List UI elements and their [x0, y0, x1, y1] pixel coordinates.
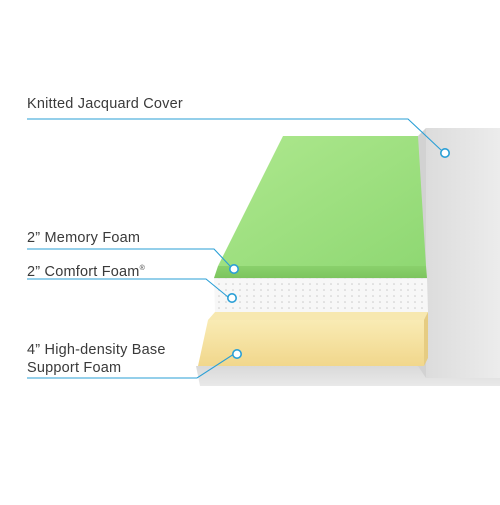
base-foam-side [424, 312, 428, 366]
callout-line-comfort-foam [27, 278, 229, 298]
base-foam-label-line1: 4” High-density Base [27, 342, 166, 358]
registered-mark: ® [139, 265, 145, 272]
comfort-foam-perforation [214, 278, 428, 312]
memory-foam-front [214, 266, 427, 278]
base-foam-top [208, 312, 428, 320]
base-foam-layer [198, 312, 428, 366]
callout-dot-memory-foam [229, 263, 240, 274]
cover-bottom-wrap [196, 366, 500, 386]
memory-foam-top [218, 136, 426, 266]
cover-side-panel [426, 128, 500, 378]
base-foam-label-line2: Support Foam [27, 360, 122, 376]
comfort-foam-label: 2” Comfort Foam® [27, 259, 145, 282]
callout-lines [27, 118, 442, 379]
callout-dot-base-foam [232, 348, 243, 359]
memory-foam-label: 2” Memory Foam [27, 230, 141, 246]
cover-label: Knitted Jacquard Cover [27, 96, 183, 112]
comfort-foam-label-text: 2” Comfort Foam [27, 264, 140, 280]
callout-line-base-foam [27, 353, 235, 379]
callout-dots [227, 148, 450, 359]
callout-dot-comfort-foam [227, 292, 238, 303]
comfort-foam-layer [214, 277, 428, 312]
memory-foam-layer [214, 136, 427, 278]
callout-dot-cover [439, 148, 450, 159]
callout-line-cover [27, 118, 442, 151]
callout-line-memory-foam [27, 248, 231, 267]
base-foam-front [198, 320, 424, 366]
